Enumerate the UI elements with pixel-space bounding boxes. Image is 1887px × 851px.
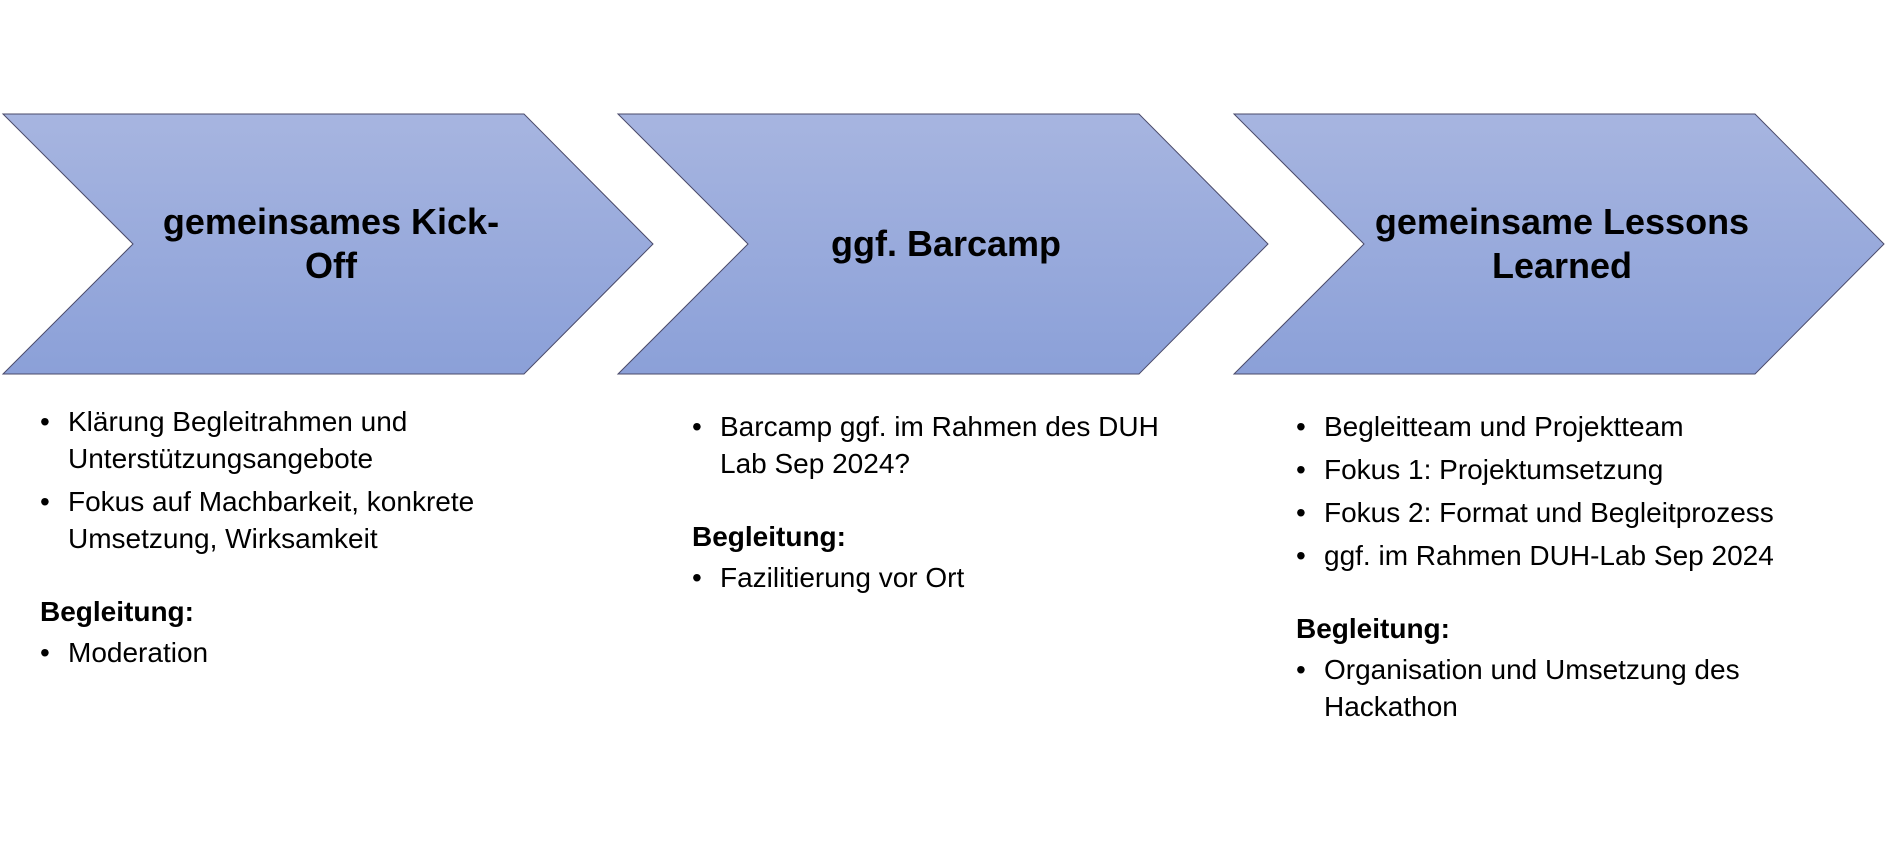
bullet-icon: • — [40, 486, 50, 517]
bullet-icon: • — [1296, 497, 1306, 528]
list-item: • Fokus 1: Projektumsetzung — [1296, 451, 1856, 488]
bullet-icon: • — [692, 411, 702, 442]
list-item-text: ggf. im Rahmen DUH-Lab Sep 2024 — [1324, 540, 1774, 571]
step-2-support-heading: Begleitung: — [692, 521, 846, 552]
list-item: • Fokus 2: Format und Begleitprozess — [1296, 494, 1856, 531]
step-3-support-heading: Begleitung: — [1296, 613, 1450, 644]
list-item: • Fazilitierung vor Ort — [692, 559, 1212, 596]
step-1-title-line-1: gemeinsames Kick- — [162, 201, 500, 242]
list-item-text: Fokus auf Machbarkeit, konkrete Umsetzun… — [68, 486, 475, 554]
list-item-text: Klärung Begleitrahmen und Unterstützungs… — [68, 406, 408, 474]
step-1-support-list: • Moderation — [40, 634, 560, 671]
bullet-icon: • — [40, 406, 50, 437]
list-item: • Organisation und Umsetzung des Hackath… — [1296, 651, 1856, 725]
list-item: • Begleitteam und Projektteam — [1296, 408, 1856, 445]
list-item: • Klärung Begleitrahmen und Unterstützun… — [40, 403, 560, 477]
step-3-title: gemeinsame Lessons Learned — [1364, 114, 1760, 374]
step-1-item-list: • Klärung Begleitrahmen und Unterstützun… — [40, 403, 560, 557]
step-2-title-line-1: ggf. Barcamp — [830, 223, 1062, 264]
step-2-title: ggf. Barcamp — [748, 114, 1144, 374]
step-3-description: • Begleitteam und Projektteam • Fokus 1:… — [1296, 408, 1856, 731]
bullet-icon: • — [1296, 411, 1306, 442]
step-3-item-list: • Begleitteam und Projektteam • Fokus 1:… — [1296, 408, 1856, 574]
list-item: • Barcamp ggf. im Rahmen des DUH Lab Sep… — [692, 408, 1212, 482]
list-item-text: Organisation und Umsetzung des Hackathon — [1324, 654, 1740, 722]
list-item: • ggf. im Rahmen DUH-Lab Sep 2024 — [1296, 537, 1856, 574]
step-2-support-list: • Fazilitierung vor Ort — [692, 559, 1212, 596]
chevron-step-2 — [616, 113, 1269, 375]
list-item-text: Fazilitierung vor Ort — [720, 562, 965, 593]
step-1-title-line-2: Off — [305, 245, 357, 286]
step-1-title: gemeinsames Kick- Off — [133, 114, 529, 374]
list-item: • Moderation — [40, 634, 560, 671]
step-3-title-line-1: gemeinsame Lessons — [1374, 201, 1750, 242]
step-2-item-list: • Barcamp ggf. im Rahmen des DUH Lab Sep… — [692, 408, 1212, 482]
chevron-step-3 — [1232, 113, 1885, 375]
bullet-icon: • — [1296, 540, 1306, 571]
list-item-text: Moderation — [68, 637, 209, 668]
step-1-description: • Klärung Begleitrahmen und Unterstützun… — [40, 403, 560, 677]
chevron-step-1 — [1, 113, 654, 375]
list-item-text: Begleitteam und Projektteam — [1324, 411, 1684, 442]
list-item-text: Barcamp ggf. im Rahmen des DUH Lab Sep 2… — [720, 411, 1159, 479]
bullet-icon: • — [1296, 454, 1306, 485]
step-3-title-line-2: Learned — [1491, 245, 1633, 286]
list-item: • Fokus auf Machbarkeit, konkrete Umsetz… — [40, 483, 560, 557]
list-item-text: Fokus 1: Projektumsetzung — [1324, 454, 1664, 485]
step-2-description: • Barcamp ggf. im Rahmen des DUH Lab Sep… — [692, 408, 1212, 602]
list-item-text: Fokus 2: Format und Begleitprozess — [1324, 497, 1774, 528]
step-3-support-list: • Organisation und Umsetzung des Hackath… — [1296, 651, 1856, 725]
bullet-icon: • — [692, 562, 702, 593]
bullet-icon: • — [40, 637, 50, 668]
bullet-icon: • — [1296, 654, 1306, 685]
step-1-support-heading: Begleitung: — [40, 596, 194, 627]
